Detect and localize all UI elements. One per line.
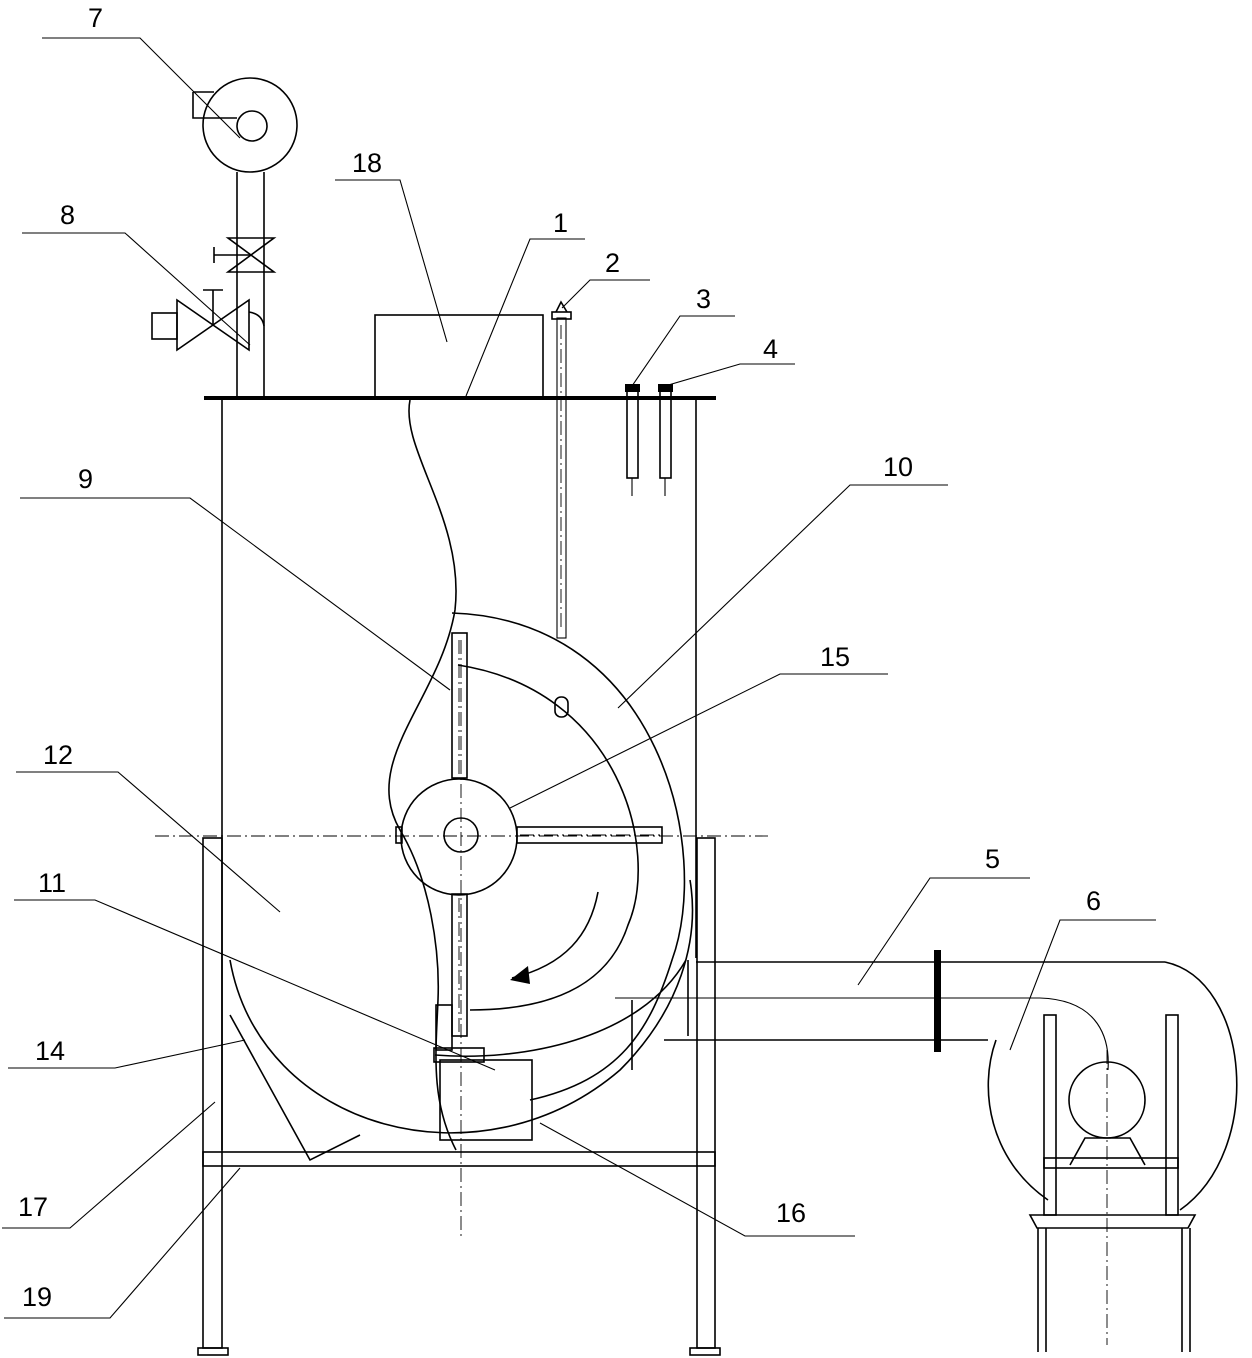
fan-volute [987,961,1238,1211]
baffle-14 [229,1014,361,1162]
rod-2 [556,317,567,639]
blower-7-housing [202,77,298,173]
leader-18 [335,179,448,343]
leader-11 [14,899,496,1071]
gate-valve [225,237,277,273]
top-equipment [151,77,673,718]
left-leg-outer [202,837,223,1349]
discharge-hopper [439,1059,533,1141]
label-7: 7 [88,3,103,33]
motor-box [374,314,544,398]
probe-4 [659,389,672,479]
blower-7-hub [236,110,268,142]
probe-3 [626,389,639,479]
support-frame [197,837,721,1356]
drum-assembly [229,399,694,1162]
leader-17 [2,1101,216,1229]
rotation-arrow-head [510,966,530,984]
stand-top [1028,1214,1197,1229]
label-1: 1 [553,208,568,238]
label-4: 4 [763,334,778,364]
leader-12 [16,771,281,913]
label-6: 6 [1086,886,1101,916]
blade-left [395,826,403,844]
label-8: 8 [60,200,75,230]
blade-right [516,826,663,844]
vessel [204,396,716,1150]
leader-3 [631,315,735,387]
probe-4-cap [658,384,673,392]
leader-7 [42,37,241,139]
probe-3-cap [625,384,640,392]
rod-2-cap [551,311,572,320]
leader-15 [509,673,888,809]
motor-base [1069,1137,1146,1166]
blower-7-outlet [192,91,237,119]
leader-8 [22,232,251,346]
label-2: 2 [605,248,620,278]
frame-crossbar [202,1151,716,1167]
label-3: 3 [696,284,711,314]
drum-bottom-ring [434,959,687,1058]
label-11: 11 [38,868,66,898]
leader-9 [20,497,451,691]
label-19: 19 [22,1282,52,1312]
seal-curve [388,399,457,1151]
leader-14 [8,1039,246,1069]
blade-top [451,632,468,779]
fan-inner-arc [1039,997,1109,1071]
volute-outer [451,612,686,1101]
inner-box-11 [435,1004,453,1051]
blade-bottom [451,893,468,1037]
discharge-flange [433,1047,485,1063]
label-10: 10 [883,452,913,482]
leader-2 [561,279,650,309]
rod-2-tip [555,300,568,313]
fan-assembly [615,950,1238,1352]
leader-lines [2,37,1156,1319]
left-foot [197,1347,229,1356]
right-leg [696,837,716,1349]
valve-8-elbow [248,311,265,327]
leader-19 [4,1167,241,1319]
label-15: 15 [820,642,850,672]
stand-right-post [1165,1014,1179,1216]
right-foot [689,1347,721,1356]
label-14: 14 [35,1036,65,1066]
rotor-hub [400,778,518,896]
label-12: 12 [43,740,73,770]
rod-2-end [554,696,569,718]
rotor [155,632,768,1240]
leader-4 [664,363,795,387]
duct-flange [934,950,941,1052]
leader-6 [1009,919,1156,1051]
rotation-arrow [511,891,599,979]
label-16: 16 [776,1198,806,1228]
label-18: 18 [352,148,382,178]
stand-left-post [1043,1014,1057,1216]
leader-5 [857,877,1030,986]
leader-10 [617,484,948,709]
label-9: 9 [78,464,93,494]
drum-inner-ring [229,879,694,1134]
valve-8-actuator [151,312,178,340]
label-5: 5 [985,844,1000,874]
leader-1 [465,238,585,397]
label-17: 17 [18,1192,48,1222]
stand-shelf [1043,1157,1179,1169]
volute-inner [457,664,639,1011]
leader-16 [539,1122,855,1237]
part-labels: 7 8 18 1 2 3 4 9 10 15 12 11 14 17 19 16… [18,3,1101,1312]
